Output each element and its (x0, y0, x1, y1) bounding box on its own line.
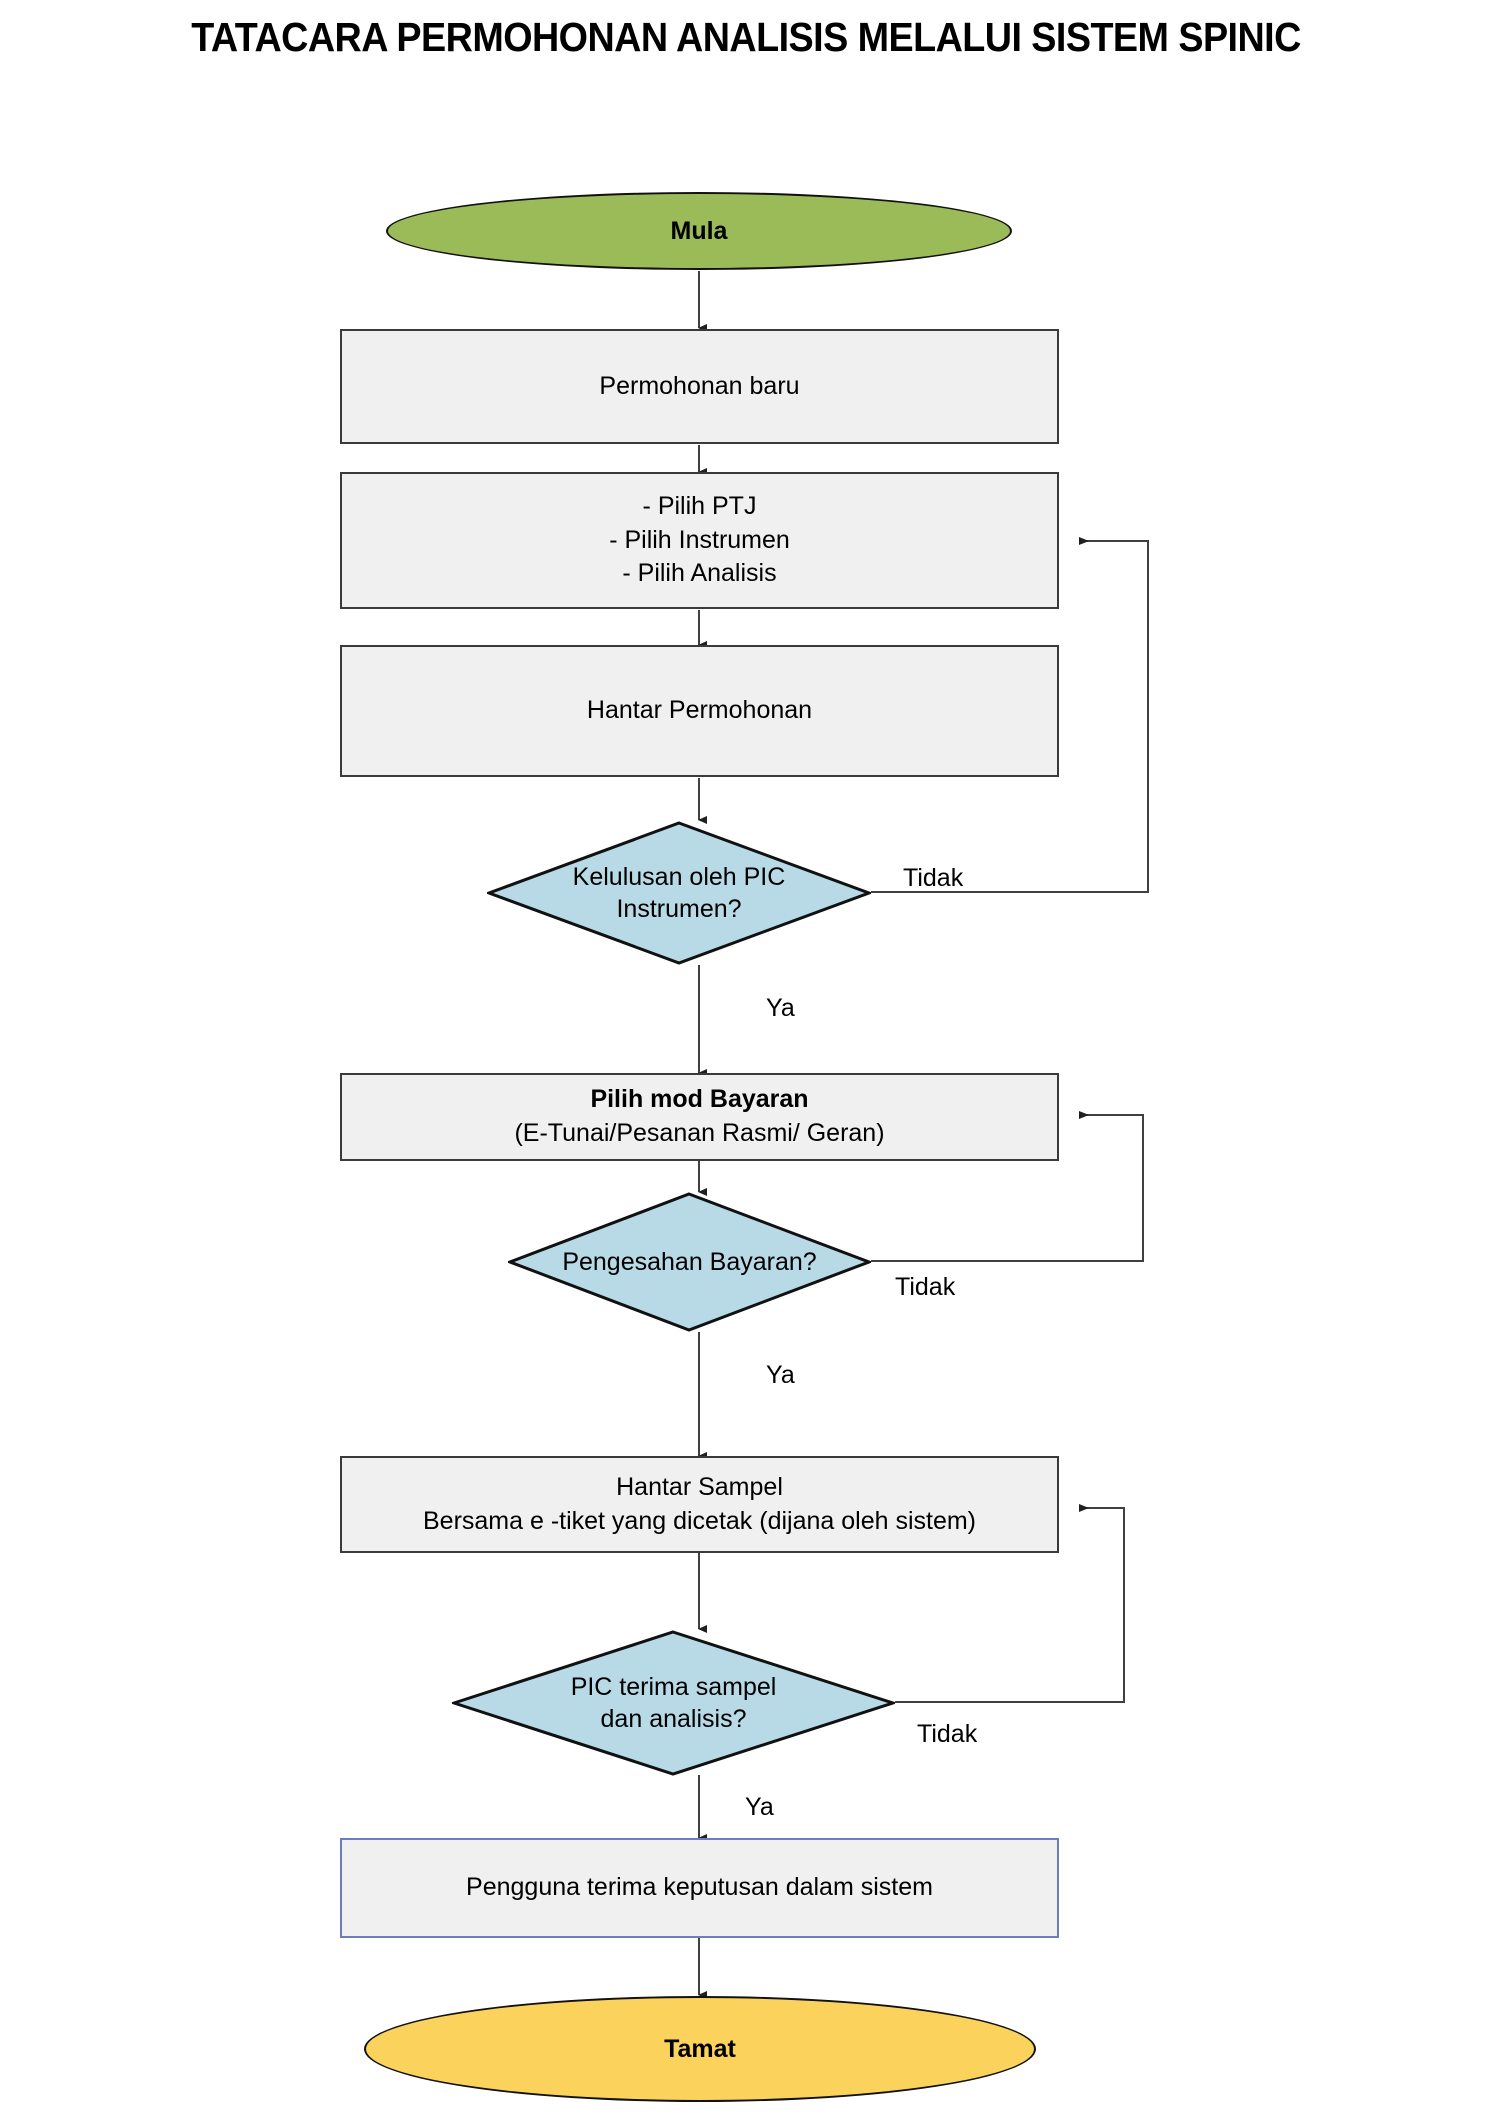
node-start-label: Mula (670, 217, 728, 245)
edge-label-tidak-1: Tidak (903, 864, 964, 892)
node-pilih[interactable]: - Pilih PTJ - Pilih Instrumen - Pilih An… (340, 472, 1059, 609)
node-decision-pic-terima-line-1: PIC terima sampel (570, 1672, 777, 1701)
node-end-label: Tamat (664, 2035, 736, 2063)
node-decision-kelulusan-line-1: Kelulusan oleh PIC (572, 862, 786, 891)
node-start[interactable]: Mula (386, 192, 1012, 270)
node-decision-kelulusan-line-2: Instrumen? (616, 895, 742, 923)
edge-label-ya-1: Ya (766, 994, 795, 1022)
node-keputusan-label: Pengguna terima keputusan dalam sistem (466, 1873, 933, 1902)
node-decision-pic-terima-line-2: dan analisis? (600, 1705, 747, 1733)
node-hantar-sampel-line-2: Bersama e -tiket yang dicetak (dijana ol… (422, 1506, 977, 1535)
decision-diamond-shape (508, 1192, 871, 1332)
node-hantar-sampel-line-1: Hantar Sampel (616, 1472, 783, 1501)
node-decision-pic-terima[interactable]: PIC terima sampel dan analisis? (452, 1630, 895, 1776)
node-keputusan[interactable]: Pengguna terima keputusan dalam sistem (340, 1838, 1059, 1938)
edge-label-ya-3: Ya (745, 1793, 774, 1821)
node-mod-bayaran-title: Pilih mod Bayaran (590, 1085, 809, 1114)
node-hantar-permohonan[interactable]: Hantar Permohonan (340, 645, 1059, 777)
node-mod-bayaran[interactable]: Pilih mod Bayaran (E-Tunai/Pesanan Rasmi… (340, 1073, 1059, 1161)
node-end[interactable]: Tamat (364, 1996, 1036, 2102)
edge-label-tidak-2: Tidak (895, 1273, 956, 1301)
node-hantar-sampel[interactable]: Hantar Sampel Bersama e -tiket yang dice… (340, 1456, 1059, 1553)
node-pilih-line-2: - Pilih Instrumen (609, 525, 790, 554)
node-hantar-permohonan-label: Hantar Permohonan (586, 696, 813, 725)
node-decision-kelulusan-pic[interactable]: Kelulusan oleh PIC Instrumen? (487, 821, 871, 965)
edge-label-ya-2: Ya (766, 1361, 795, 1389)
node-decision-pengesahan-bayaran[interactable]: Pengesahan Bayaran? (508, 1192, 871, 1332)
node-permohonan-baru[interactable]: Permohonan baru (340, 329, 1059, 444)
edge-label-tidak-3: Tidak (917, 1720, 978, 1748)
page-title: TATACARA PERMOHONAN ANALISIS MELALUI SIS… (191, 14, 1301, 60)
node-permohonan-baru-label: Permohonan baru (599, 371, 800, 400)
decision-diamond-shape (487, 821, 871, 965)
node-mod-bayaran-options: (E-Tunai/Pesanan Rasmi/ Geran) (514, 1119, 885, 1147)
node-decision-pengesahan-line-1: Pengesahan Bayaran? (562, 1247, 817, 1276)
decision-diamond-shape (452, 1630, 895, 1776)
node-pilih-line-3: - Pilih Analisis (622, 559, 777, 588)
node-pilih-line-1: - Pilih PTJ (642, 491, 757, 520)
